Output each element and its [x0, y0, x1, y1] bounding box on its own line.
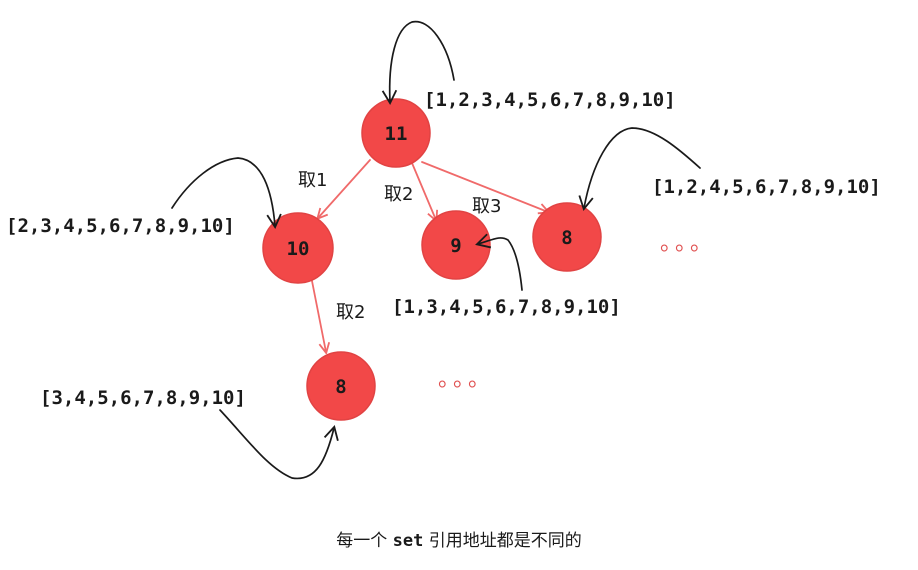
node-8-bottom-label: 8	[335, 376, 346, 398]
node-8-bottom: 8	[306, 351, 376, 421]
set-pointer-arrows	[171, 20, 701, 480]
edge-label-take1: 取1	[298, 170, 327, 191]
edge-10-to-8	[311, 280, 326, 352]
node-10-circle	[262, 212, 334, 284]
edge-11-to-10	[318, 159, 371, 218]
pointer-arrow-11	[381, 20, 455, 106]
edge-11-to-8	[421, 161, 548, 212]
diagram-caption: 每一个 set 引用地址都是不同的	[0, 526, 918, 551]
set-label-10: [2,3,4,5,6,7,8,9,10]	[6, 215, 235, 237]
edge-label-take3: 取3	[472, 196, 501, 217]
caption-suffix: 引用地址都是不同的	[423, 531, 582, 551]
ellipsis-right: 。。。	[660, 231, 716, 256]
tree-edges	[311, 159, 548, 352]
node-11: 11	[361, 98, 431, 168]
set-label-8-bottom: [3,4,5,6,7,8,9,10]	[40, 387, 246, 409]
caption-prefix: 每一个	[336, 531, 393, 551]
node-11-label: 11	[385, 123, 408, 145]
node-8-right-label: 8	[561, 227, 572, 249]
edge-label-take2-a: 取2	[384, 184, 413, 205]
node-9: 9	[421, 210, 491, 280]
pointer-arrow-8-right	[578, 127, 701, 212]
node-10: 10	[262, 212, 334, 284]
edge-11-to-9	[411, 162, 436, 220]
set-label-8-right: [1,2,4,5,6,7,8,9,10]	[652, 176, 881, 198]
pointer-arrow-8-bottom	[219, 409, 339, 480]
pointer-arrow-9	[475, 233, 523, 291]
node-8-right: 8	[532, 202, 602, 272]
ellipsis-bottom: 。。。	[438, 367, 494, 392]
pointer-arrow-10	[171, 157, 282, 230]
set-label-11: [1,2,3,4,5,6,7,8,9,10]	[424, 89, 676, 111]
node-8-bottom-circle	[306, 351, 376, 421]
node-9-label: 9	[450, 235, 461, 257]
edge-label-take2-b: 取2	[336, 302, 365, 323]
caption-code: set	[392, 531, 424, 551]
set-label-9: [1,3,4,5,6,7,8,9,10]	[392, 296, 621, 318]
node-8-right-circle	[532, 202, 602, 272]
node-10-label: 10	[287, 238, 310, 260]
